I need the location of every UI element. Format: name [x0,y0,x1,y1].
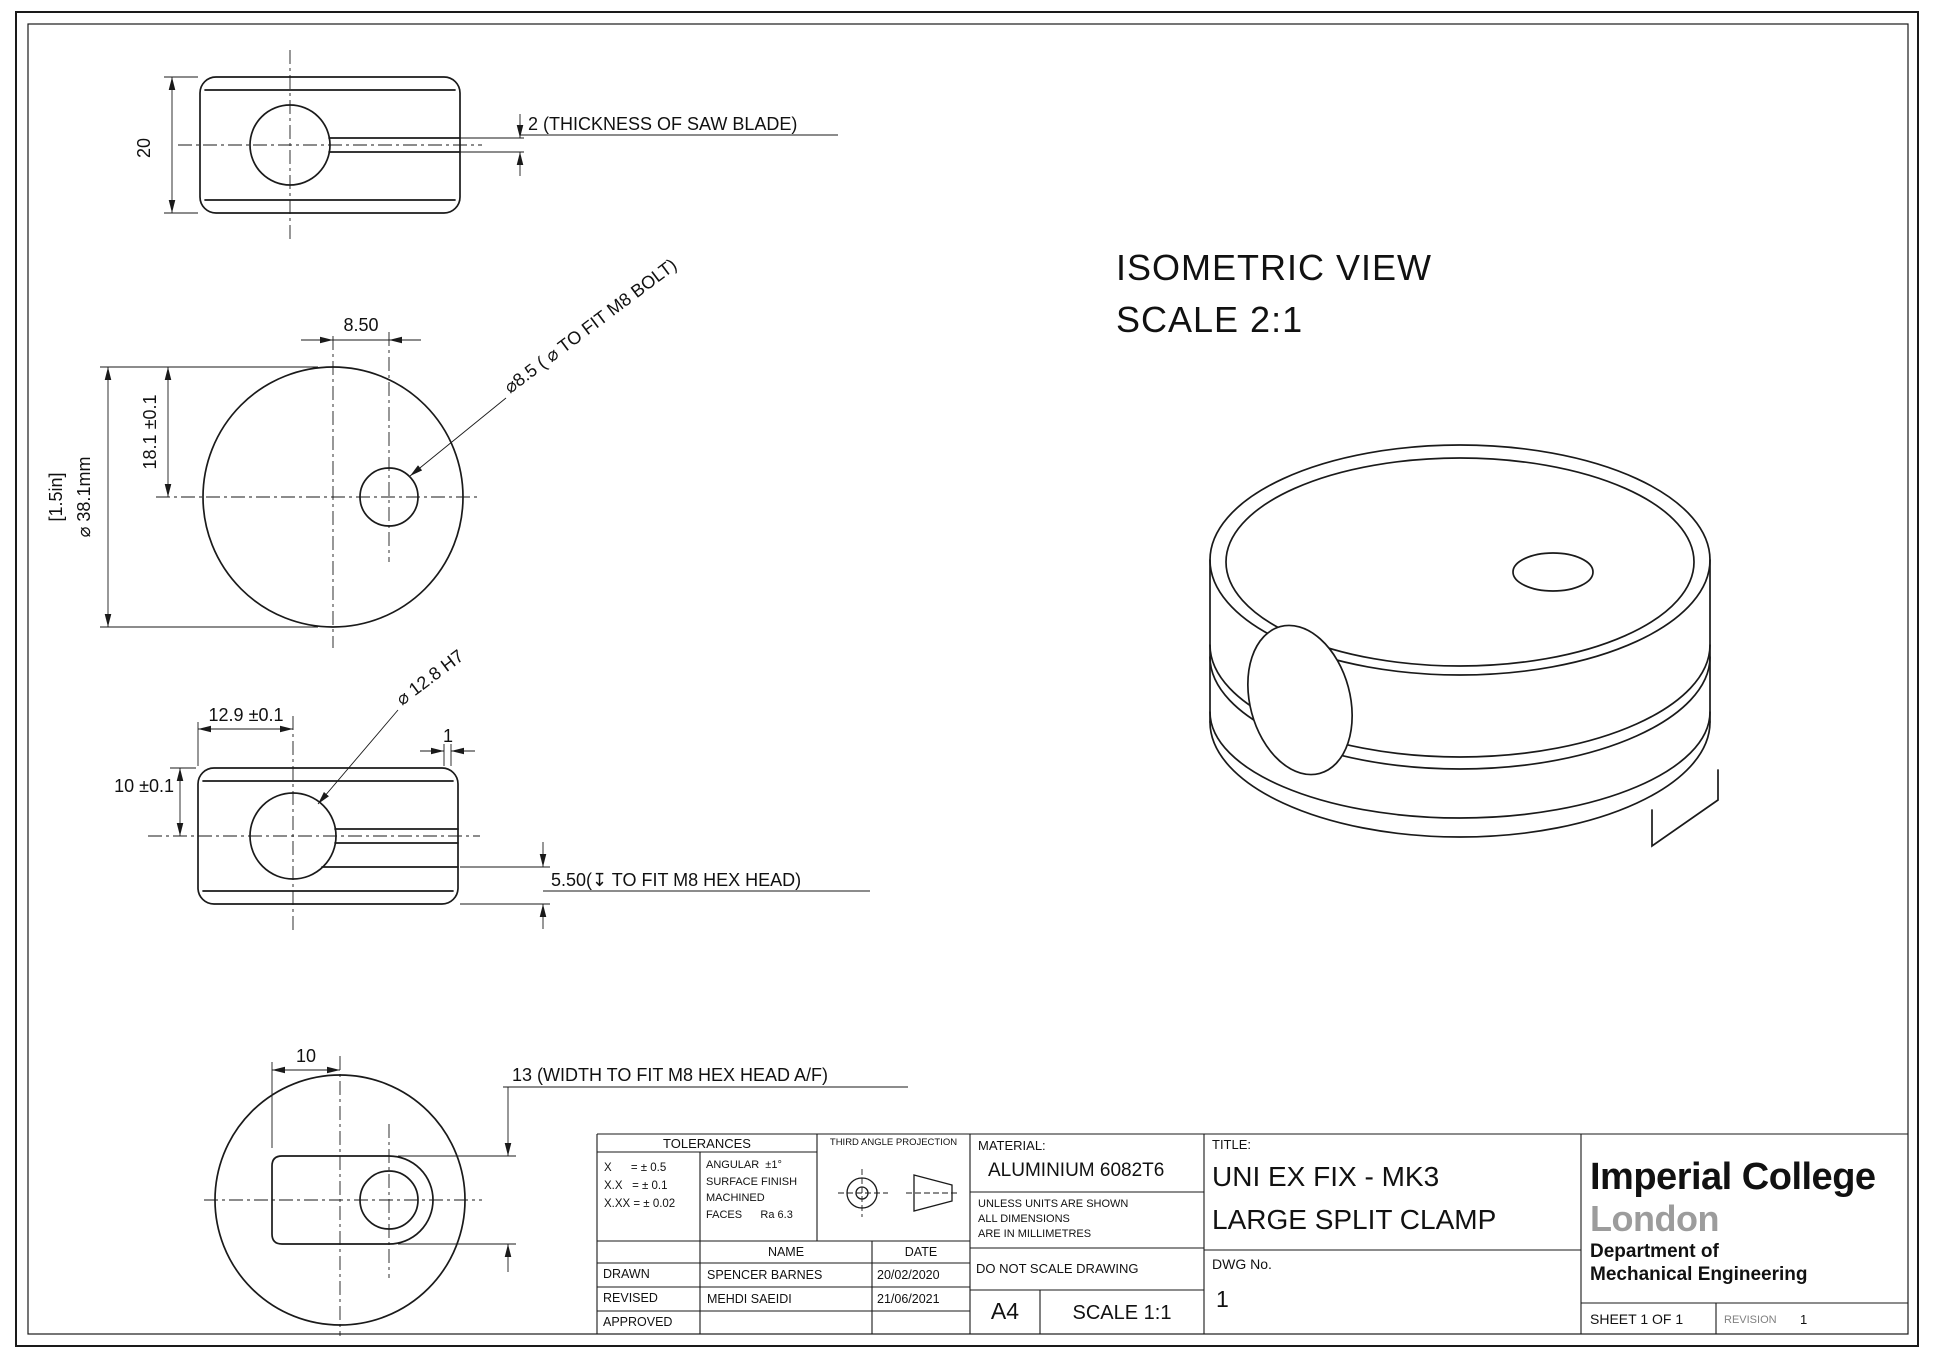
name-header: NAME [767,1245,805,1259]
plan-view: 8.50 ⌀8.5 ( ⌀ TO FIT M8 BOLT) 18.1 ±0.1 … [46,255,680,648]
section-view: 12.9 ±0.1 ⌀ 12.8 H7 1 10 ±0.1 5.50(↧ TO … [114,646,870,930]
org-dept-line1: Department of [1590,1241,1719,1262]
approved-label: APPROVED [603,1315,673,1329]
drawing-title-line1: UNI EX FIX - MK3 [1212,1161,1440,1192]
revised-name: MEHDI SAEIDI [707,1292,792,1306]
material-value: ALUMINIUM 6082T6 [988,1160,1165,1181]
dim-bolt-hole-note: ⌀8.5 ( ⌀ TO FIT M8 BOLT) [500,255,680,398]
drawing-title-line2: LARGE SPLIT CLAMP [1212,1204,1497,1235]
no-scale-note: DO NOT SCALE DRAWING [976,1261,1139,1276]
dwg-label: DWG No. [1212,1256,1272,1272]
dim-hex-pocket-depth: 5.50(↧ TO FIT M8 HEX HEAD) [551,870,801,890]
revision-label: REVISION [1724,1314,1777,1326]
tolerances-angular-surface: ANGULAR ±1° SURFACE FINISH MACHINED FACE… [706,1159,798,1221]
dim-bolt-hole-offset: 8.50 [343,315,378,335]
isometric-title: ISOMETRIC VIEW [1116,247,1432,288]
projection-label: THIRD ANGLE PROJECTION [829,1137,958,1148]
bottom-view: 10 13 (WIDTH TO FIT M8 HEX HEAD A/F) [204,1046,908,1336]
sheet-label: SHEET 1 OF 1 [1590,1311,1684,1327]
tolerances-linear: X = ± 0.5 X.X = ± 0.1 X.XX = ± 0.02 [604,1162,676,1210]
revised-date: 21/06/2021 [877,1292,940,1306]
org-name-1: Imperial College [1590,1156,1876,1198]
dim-bore-center-height: 10 ±0.1 [114,776,174,796]
dim-bore-center-offset: 12.9 ±0.1 [209,705,284,725]
isometric-view: ISOMETRIC VIEW SCALE 2:1 [1116,247,1719,848]
units-note: UNLESS UNITS ARE SHOWN ALL DIMENSIONS AR… [978,1198,1129,1240]
revision-value: 1 [1800,1312,1808,1327]
dim-outer-dia-mm: ⌀ 38.1mm [74,457,94,538]
dim-pocket-offset: 10 [296,1046,316,1066]
dim-front-height: 20 [134,138,154,158]
drawn-name: SPENCER BARNES [707,1268,823,1282]
drawing-scale: SCALE 1:1 [1072,1302,1172,1324]
drawn-date: 20/02/2020 [877,1268,940,1282]
drawn-label: DRAWN [603,1267,650,1281]
org-name-2: London [1590,1198,1719,1239]
title-label: TITLE: [1212,1137,1252,1152]
dim-bore-dia-note: ⌀ 12.8 H7 [392,646,467,709]
sheet-size: A4 [990,1298,1020,1324]
dim-hex-pocket-width: 13 (WIDTH TO FIT M8 HEX HEAD A/F) [512,1065,828,1085]
isometric-scale: SCALE 2:1 [1116,299,1303,340]
dim-bolt-hole-height: 18.1 ±0.1 [140,395,160,470]
dim-edge-land: 1 [443,726,453,746]
front-view: 20 2 (THICKNESS OF SAW BLADE) [134,50,838,240]
dwg-number: 1 [1216,1286,1229,1312]
revised-label: REVISED [603,1291,658,1305]
org-dept-line2: Mechanical Engineering [1590,1264,1808,1285]
material-label: MATERIAL: [978,1138,1046,1153]
tolerances-header: TOLERANCES [663,1136,751,1151]
dim-outer-dia-inch: [1.5in] [46,472,66,521]
title-block-grid [596,1133,1908,1335]
dim-saw-blade-note: 2 (THICKNESS OF SAW BLADE) [528,114,797,134]
third-angle-projection-symbol [838,1169,960,1217]
date-header: DATE [904,1245,938,1259]
